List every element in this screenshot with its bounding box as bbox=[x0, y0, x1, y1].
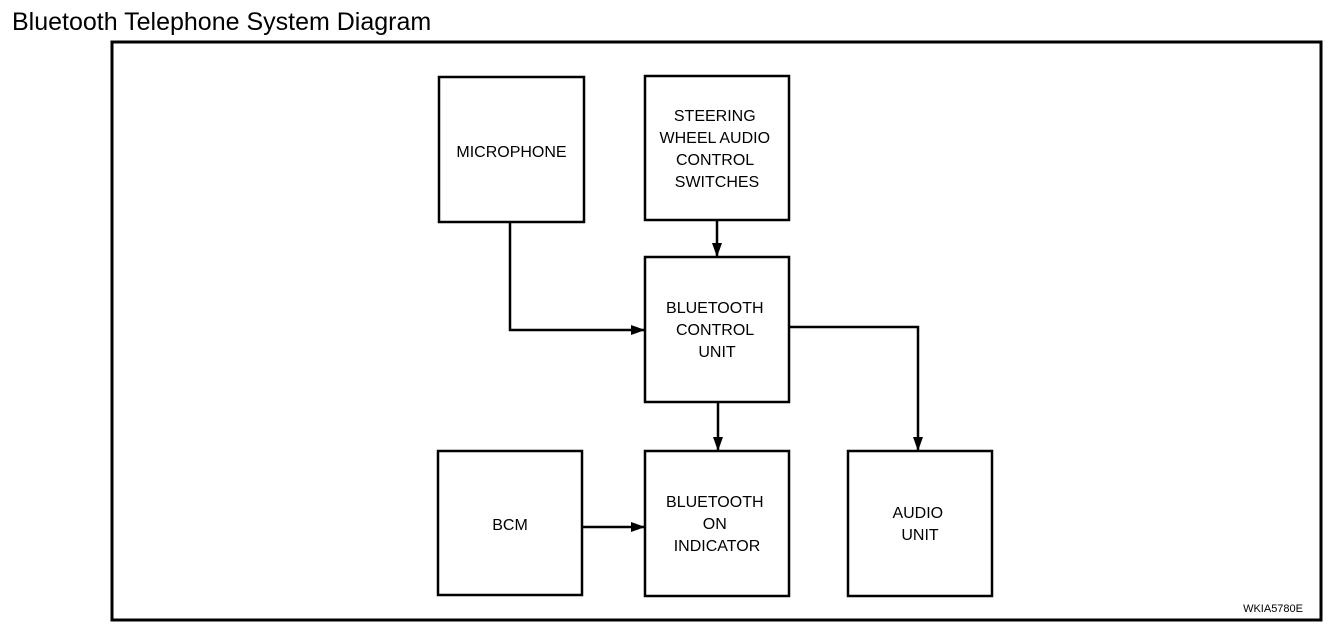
block-bluetooth-on-indicator: BLUETOOTH ON INDICATOR bbox=[643, 449, 791, 598]
page-title: Bluetooth Telephone System Diagram bbox=[12, 8, 432, 36]
figure-code: WKIA5780E bbox=[1243, 603, 1303, 615]
block-bcm: BCM bbox=[436, 449, 584, 597]
block-bcm-label: BCM bbox=[492, 517, 528, 534]
block-steering-label: STEERING WHEEL AUDIO CONTROL SWITCHES bbox=[660, 108, 775, 191]
arrow-microphone-to-btcu bbox=[508, 222, 645, 335]
block-steering-wheel-audio-control-switches: STEERING WHEEL AUDIO CONTROL SWITCHES bbox=[643, 74, 791, 222]
block-microphone-label: MICROPHONE bbox=[456, 144, 566, 161]
block-microphone: MICROPHONE bbox=[437, 75, 586, 224]
block-bluetooth-control-unit: BLUETOOTH CONTROL UNIT bbox=[643, 255, 791, 404]
block-audio-unit: AUDIO UNIT bbox=[846, 449, 994, 598]
block-audio-label: AUDIO UNIT bbox=[892, 505, 947, 544]
arrow-btcu-to-audio bbox=[789, 325, 923, 451]
block-indicator-label: BLUETOOTH ON INDICATOR bbox=[666, 494, 768, 555]
diagram-frame bbox=[110, 40, 1323, 622]
block-btcu-label: BLUETOOTH CONTROL UNIT bbox=[666, 300, 768, 361]
